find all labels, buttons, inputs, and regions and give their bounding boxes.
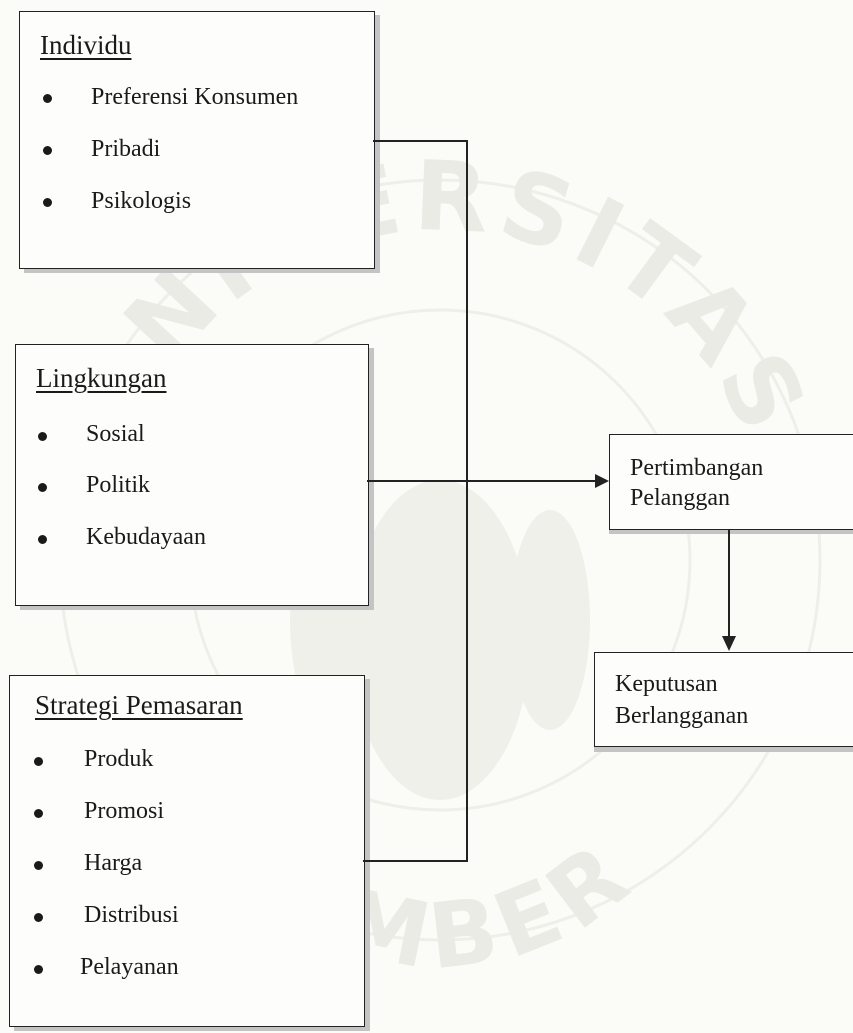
strategi-bullet-3 (34, 861, 43, 870)
pertimbangan-line-1: Pertimbangan (630, 455, 764, 481)
lingkungan-bullet-1 (38, 432, 47, 441)
strategi-title: Strategi Pemasaran (35, 690, 243, 720)
lingkungan-item-2: Politik (86, 472, 151, 498)
strategi-item-2: Promosi (84, 798, 165, 824)
connector-individu (373, 140, 468, 142)
lingkungan-item-1: Sosial (86, 421, 145, 447)
pertimbangan-line-2: Pelanggan (630, 485, 730, 511)
keputusan-line-2: Berlangganan (615, 703, 749, 729)
lingkungan-item-3: Kebudayaan (86, 524, 206, 550)
strategi-bullet-1 (34, 757, 43, 766)
individu-bullet-3 (43, 198, 52, 207)
individu-box: Individu Preferensi Konsumen Pribadi Psi… (19, 11, 375, 269)
strategi-item-5: Pelayanan (80, 954, 179, 980)
lingkungan-title: Lingkungan (36, 363, 167, 393)
strategi-bullet-4 (34, 913, 43, 922)
individu-item-1: Preferensi Konsumen (91, 84, 299, 110)
strategi-bullet-5 (34, 965, 43, 974)
lingkungan-bullet-3 (38, 535, 47, 544)
individu-bullet-2 (43, 146, 52, 155)
individu-bullet-1 (43, 94, 52, 103)
strategi-item-1: Produk (84, 746, 154, 772)
strategi-item-3: Harga (84, 850, 143, 876)
connector-vertical-bus (466, 140, 468, 862)
pertimbangan-box: Pertimbangan Pelanggan (609, 434, 853, 530)
connector-strategi (363, 860, 468, 862)
lingkungan-bullet-2 (38, 483, 47, 492)
strategi-box: Strategi Pemasaran Produk Promosi Harga … (9, 675, 365, 1027)
keputusan-box: Keputusan Berlangganan (594, 652, 853, 747)
arrowhead-to-pertimbangan (595, 474, 609, 488)
individu-title: Individu (40, 30, 132, 60)
individu-item-2: Pribadi (91, 136, 161, 162)
strategi-bullet-2 (34, 809, 43, 818)
keputusan-line-1: Keputusan (615, 671, 718, 697)
connector-pertimbangan-to-keputusan (728, 530, 730, 638)
strategi-item-4: Distribusi (84, 902, 179, 928)
connector-lingkungan-to-pertimbangan (367, 480, 597, 482)
lingkungan-box: Lingkungan Sosial Politik Kebudayaan (15, 344, 369, 606)
arrowhead-to-keputusan (722, 636, 736, 651)
individu-item-3: Psikologis (91, 188, 192, 214)
